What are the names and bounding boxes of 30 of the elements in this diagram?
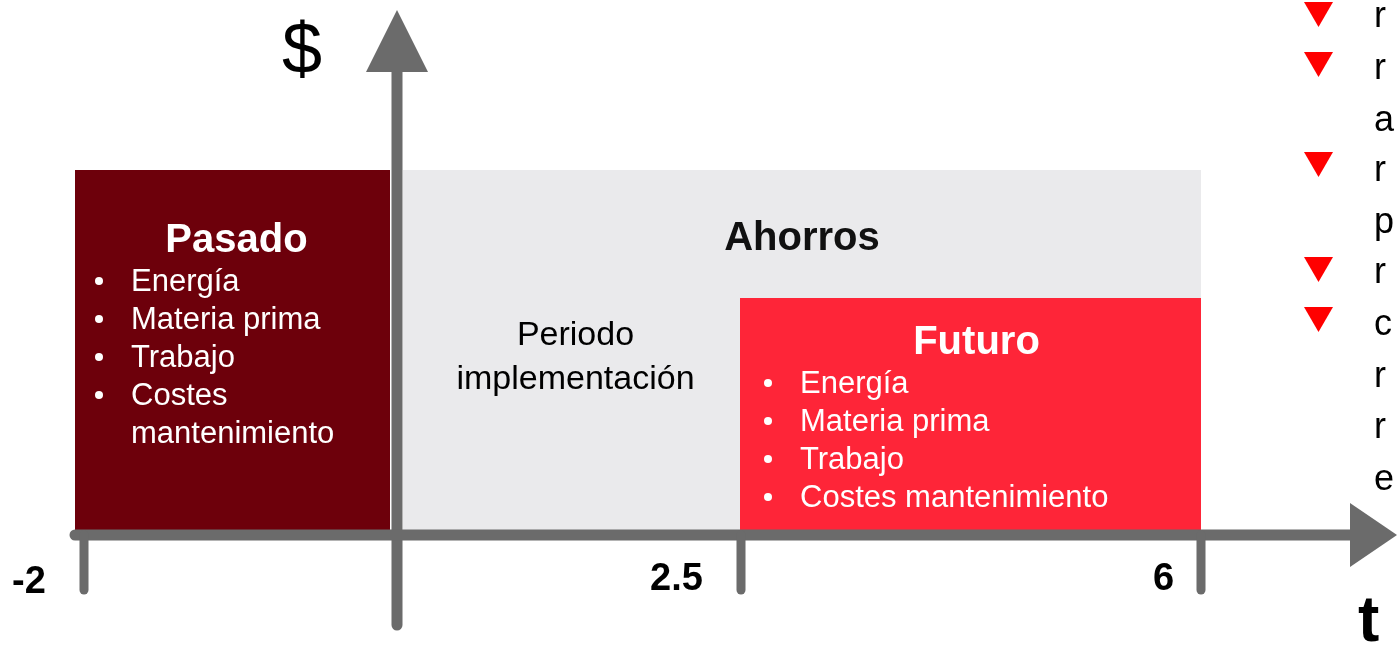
savings-region [403,170,1201,530]
future-costs-box [740,298,1201,530]
box-heading: Futuro [913,317,1040,364]
bullet-text: Costes mantenimiento [800,478,1109,516]
bullet-text: Materia prima [800,402,990,440]
bullet-text: Trabajo [800,440,904,478]
period-text: Periodo implementación [455,313,696,398]
list-text: r [1374,352,1386,397]
bullet-text: Materia prima [131,300,321,338]
past-costs-box [75,170,390,530]
list-text: a [1374,96,1395,141]
list-text: r [1374,249,1386,293]
list-text: r [1374,45,1386,89]
bullet-text: Energía [800,364,909,402]
bullet-text: Costes mantenimiento [131,376,336,452]
list-text: p [1374,198,1395,243]
list-text: r [1374,147,1386,191]
axis-label: t [1358,585,1380,653]
list-text: r [1374,404,1386,448]
tick-label: 6 [1153,555,1175,599]
bullet-text: Trabajo [131,338,235,376]
list-text: r [1374,0,1386,37]
tick-label: -2 [12,558,46,602]
region-heading: Ahorros [724,213,880,260]
box-heading: Pasado [165,215,308,262]
axis-label: $ [282,8,323,88]
bullet-text: Energía [131,262,240,300]
tick-label: 2.5 [650,555,703,599]
list-text: e [1374,455,1395,500]
list-text: c [1374,301,1392,345]
